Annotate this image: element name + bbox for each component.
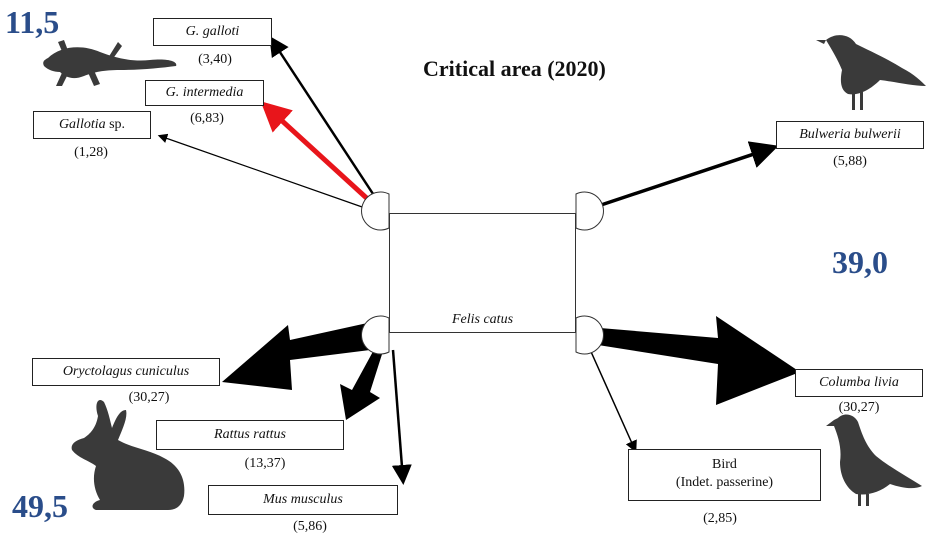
- prey-value-gallotia-sp: (1,28): [74, 145, 108, 160]
- prey-box-bulweria: Bulweria bulwerii: [776, 121, 924, 149]
- prey-value-mus: (5,86): [293, 519, 327, 534]
- prey-value-rattus: (13,37): [244, 456, 286, 471]
- predator-box: Felis catus: [389, 213, 576, 333]
- total-top-left: 11,5: [5, 4, 60, 40]
- prey-box-bird: Bird (Indet. passerine): [628, 449, 821, 501]
- diagram-title: Critical area (2020): [423, 56, 606, 81]
- prey-label-gallotia-genus: Gallotia: [58, 117, 106, 132]
- prey-box-mus: Mus musculus: [208, 485, 398, 515]
- arrow-to-g-galloti: [269, 35, 379, 201]
- prey-label-bird-detail: (Indet. passerine): [675, 475, 774, 490]
- total-right: 39,0: [832, 244, 888, 280]
- prey-label-columba: Columba livia: [819, 375, 899, 390]
- connector-top-right: [575, 191, 604, 231]
- prey-value-columba: (30,27): [838, 400, 880, 415]
- prey-label-gallotia-sp: sp.: [105, 117, 126, 132]
- arrow-to-mus: [391, 349, 412, 485]
- connector-bottom-right: [575, 315, 604, 355]
- lizard-icon: [43, 40, 177, 86]
- arrow-to-rattus: [340, 346, 384, 420]
- prey-label-g-galloti: G. galloti: [185, 24, 240, 39]
- gull-icon: [816, 35, 926, 110]
- prey-label-bird: Bird: [712, 457, 737, 472]
- predator-label: Felis catus: [451, 312, 514, 327]
- prey-value-bird: (2,85): [703, 511, 737, 526]
- prey-value-g-intermedia: (6,83): [190, 111, 224, 126]
- prey-box-oryctolagus: Oryctolagus cuniculus: [32, 358, 220, 386]
- connector-top-left: [361, 191, 390, 231]
- rabbit-icon: [71, 399, 185, 510]
- prey-label-mus: Mus musculus: [263, 492, 343, 507]
- arrow-to-oryctolagus: [222, 322, 378, 390]
- total-bottom-left: 49,5: [12, 488, 68, 524]
- prey-box-gallotia-sp: Gallotia sp.: [33, 111, 151, 139]
- arrow-to-g-intermedia: [260, 101, 374, 205]
- prey-value-oryctolagus: (30,27): [128, 390, 170, 405]
- prey-label-bulweria: Bulweria bulwerii: [799, 127, 901, 142]
- prey-box-g-galloti: G. galloti: [153, 18, 272, 46]
- prey-label-rattus: Rattus rattus: [214, 427, 286, 442]
- connector-bottom-left: [361, 315, 390, 355]
- arrow-to-columba: [598, 316, 800, 405]
- prey-box-g-intermedia: G. intermedia: [145, 80, 264, 106]
- pigeon-icon: [826, 414, 922, 506]
- prey-box-rattus: Rattus rattus: [156, 420, 344, 450]
- arrow-to-gallotia-sp: [157, 133, 366, 209]
- arrow-to-bulweria: [597, 141, 779, 208]
- prey-label-g-intermedia: G. intermedia: [165, 85, 244, 100]
- prey-label-oryctolagus: Oryctolagus cuniculus: [62, 364, 190, 379]
- arrow-to-bird: [587, 344, 637, 453]
- prey-value-bulweria: (5,88): [833, 154, 867, 169]
- prey-box-columba: Columba livia: [795, 369, 923, 397]
- prey-value-g-galloti: (3,40): [198, 52, 232, 67]
